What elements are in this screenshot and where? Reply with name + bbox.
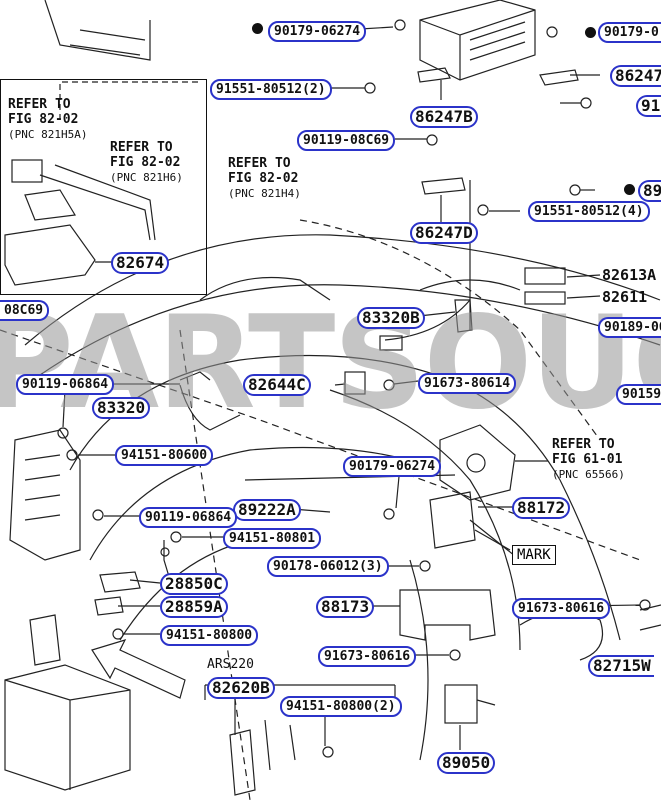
part-label[interactable]: 90119-08C69 xyxy=(297,130,396,151)
refer-line: (PNC 821H6) xyxy=(110,171,183,184)
part-label[interactable]: 90179-06274 xyxy=(268,21,367,42)
part-label[interactable]: 08C69 xyxy=(0,300,50,321)
part-text-82613a[interactable]: 82613A xyxy=(602,266,657,284)
refer-note-65566[interactable]: REFER TO FIG 61-01 (PNC 65566) xyxy=(552,437,625,482)
alt-part-dot xyxy=(252,23,263,34)
part-label[interactable]: 82674 xyxy=(111,252,170,274)
refer-line: REFER TO xyxy=(110,140,173,155)
mark-callout: MARK xyxy=(512,545,556,565)
part-label[interactable]: 82715W xyxy=(588,655,654,677)
part-label[interactable]: 94151-80600 xyxy=(115,445,214,466)
alt-part-dot xyxy=(624,184,635,195)
part-label[interactable]: 91673-80614 xyxy=(418,373,517,394)
part-label[interactable]: 94151-80800(2) xyxy=(280,696,402,717)
ars-note: ARS220 xyxy=(207,657,254,672)
refer-line: REFER TO xyxy=(8,97,71,112)
part-label[interactable]: 91673-80616 xyxy=(318,646,417,667)
part-label[interactable]: 91551-80512(2) xyxy=(210,79,332,100)
part-label[interactable]: 90189-06 xyxy=(598,317,661,338)
refer-line: FIG 61-01 xyxy=(552,452,623,467)
part-label[interactable]: 91551-80512(4) xyxy=(528,201,650,222)
part-label[interactable]: 86247B xyxy=(410,106,478,128)
part-label[interactable]: 90179-06274 xyxy=(343,456,442,477)
refer-note-821h5a[interactable]: REFER TO FIG 82-02 (PNC 821H5A) xyxy=(8,97,87,142)
part-label[interactable]: 90119-06864 xyxy=(16,374,115,395)
refer-line: (PNC 821H4) xyxy=(228,187,301,200)
part-label[interactable]: 89 xyxy=(638,180,661,202)
part-label[interactable]: 82620B xyxy=(207,677,275,699)
refer-line: (PNC 821H5A) xyxy=(8,128,88,141)
part-label[interactable]: 90178-06012(3) xyxy=(267,556,389,577)
part-label[interactable]: 89050 xyxy=(437,752,496,774)
refer-line: (PNC 65566) xyxy=(552,468,625,481)
part-label[interactable]: 82644C xyxy=(243,374,311,396)
part-label[interactable]: 83320B xyxy=(357,307,425,329)
refer-line: REFER TO xyxy=(228,156,291,171)
refer-to-group-frame xyxy=(0,79,207,295)
part-label[interactable]: 90159 xyxy=(616,384,661,405)
refer-line: FIG 82-02 xyxy=(8,112,79,127)
part-label[interactable]: 90179-0 xyxy=(598,22,661,43)
alt-part-dot xyxy=(585,27,596,38)
part-label[interactable]: 91673-80616 xyxy=(512,598,611,619)
part-label[interactable]: 28850C xyxy=(160,573,228,595)
part-label[interactable]: 89222A xyxy=(233,499,301,521)
part-text-82611[interactable]: 82611 xyxy=(602,288,648,306)
part-label[interactable]: 94151-80801 xyxy=(223,528,322,549)
refer-line: REFER TO xyxy=(552,437,615,452)
refer-line: FIG 82-02 xyxy=(228,171,299,186)
part-label[interactable]: 88172 xyxy=(512,497,571,519)
part-label[interactable]: 28859A xyxy=(160,596,228,618)
refer-line: FIG 82-02 xyxy=(110,155,181,170)
refer-note-821h4[interactable]: REFER TO FIG 82-02 (PNC 821H4) xyxy=(228,156,301,201)
part-label[interactable]: 90119-06864 xyxy=(139,507,238,528)
refer-note-821h6[interactable]: REFER TO FIG 82-02 (PNC 821H6) xyxy=(110,140,183,185)
part-label[interactable]: 86247D xyxy=(410,222,478,244)
part-label[interactable]: 91 xyxy=(636,95,661,117)
part-label[interactable]: 83320 xyxy=(92,397,151,419)
part-label[interactable]: 88173 xyxy=(316,596,375,618)
part-label[interactable]: 94151-80800 xyxy=(160,625,259,646)
part-label[interactable]: 86247C xyxy=(610,65,661,87)
